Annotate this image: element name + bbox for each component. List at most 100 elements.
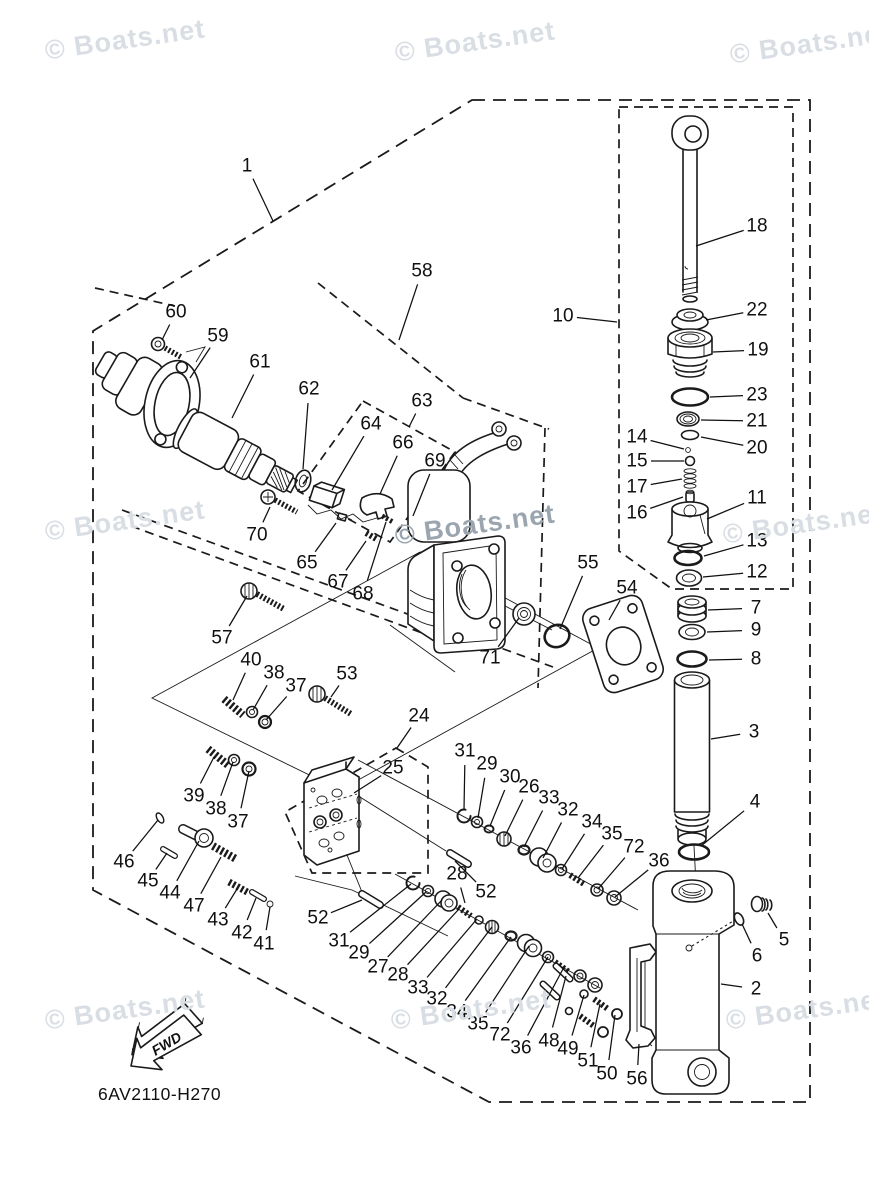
assembly-box-63 <box>296 399 457 544</box>
part-label-17: 17 <box>626 477 647 498</box>
leader-line-3 <box>710 733 741 740</box>
leader-line-47 <box>200 856 222 895</box>
part-label-53: 53 <box>336 664 357 685</box>
part-label-35: 35 <box>467 1014 488 1035</box>
part-label-69: 69 <box>424 451 445 472</box>
pump-housing-71 <box>407 469 506 654</box>
part-label-72: 72 <box>623 837 644 858</box>
spring-40 <box>221 695 246 719</box>
pin-42 <box>249 889 267 902</box>
leader-line-46 <box>132 819 159 852</box>
part-label-33: 33 <box>538 788 559 809</box>
part-label-9: 9 <box>751 620 762 641</box>
part-label-22: 22 <box>746 300 767 321</box>
part-label-27: 27 <box>367 957 388 978</box>
leader-line-50 <box>608 1014 616 1061</box>
part-label-29: 29 <box>476 754 497 775</box>
part-label-61: 61 <box>249 352 270 373</box>
part-label-51: 51 <box>577 1051 598 1072</box>
ball-41 <box>266 900 274 908</box>
leader-line-57 <box>228 595 248 627</box>
part-label-46: 46 <box>113 852 134 873</box>
leader-line-23 <box>709 394 744 398</box>
leader-line-59 <box>189 347 211 379</box>
starter-end-housing <box>94 351 164 416</box>
brush-spring-67 <box>364 530 380 543</box>
part-label-19: 19 <box>747 340 768 361</box>
part-label-31: 31 <box>328 931 349 952</box>
leader-line-11 <box>706 502 745 520</box>
part-label-44: 44 <box>159 883 181 904</box>
callout-layer: 1581018221923212014151716111312798345625… <box>113 156 789 1090</box>
washer-21 <box>676 411 700 427</box>
part-label-3: 3 <box>749 722 760 743</box>
seal-7 <box>677 595 707 623</box>
leader-line-29 <box>477 777 486 819</box>
part-label-29: 29 <box>348 943 369 964</box>
leader-line-37 <box>265 696 288 721</box>
part-label-21: 21 <box>746 411 767 432</box>
oring-13 <box>673 549 703 567</box>
part-label-56: 56 <box>626 1069 647 1090</box>
leader-line-2 <box>720 983 743 988</box>
leader-line-34 <box>561 833 586 870</box>
leader-line-10 <box>576 316 618 323</box>
screw-57 <box>240 582 286 612</box>
part-label-11: 11 <box>747 488 767 509</box>
part-label-30: 30 <box>499 767 520 788</box>
leader-line-35 <box>577 844 604 879</box>
leader-line-71 <box>497 617 520 648</box>
part-label-35: 35 <box>601 824 622 845</box>
leader-line-38 <box>252 684 268 711</box>
leader-line-39 <box>199 756 215 784</box>
oring-46 <box>155 812 165 824</box>
part-label-42: 42 <box>231 923 252 944</box>
leader-line-56 <box>637 1043 640 1066</box>
screw-70 <box>260 489 299 515</box>
part-label-16: 16 <box>626 503 647 524</box>
part-label-67: 67 <box>327 572 348 593</box>
part-label-26: 26 <box>518 777 539 798</box>
washer-12 <box>675 569 703 587</box>
part-label-34: 34 <box>446 1002 468 1023</box>
leader-line-17 <box>650 478 683 486</box>
part-label-4: 4 <box>750 792 761 813</box>
seat-38-upper <box>245 705 259 719</box>
leader-line-21 <box>700 419 744 422</box>
pin-16 <box>685 489 695 503</box>
tilt-rod-18 <box>671 115 709 303</box>
leader-line-28 <box>407 908 460 966</box>
part-label-31: 31 <box>454 741 475 762</box>
leader-line-60 <box>161 324 171 341</box>
pin-52-b <box>446 849 472 868</box>
leader-line-41 <box>265 906 271 931</box>
leader-line-33 <box>523 810 544 848</box>
leader-line-20 <box>700 436 744 446</box>
pin-45 <box>160 846 178 859</box>
leader-line-7 <box>707 607 743 611</box>
part-label-23: 23 <box>746 385 767 406</box>
part-label-33: 33 <box>407 978 428 999</box>
leader-line-22 <box>705 312 744 321</box>
part-label-45: 45 <box>137 871 158 892</box>
leader-line-68 <box>366 521 387 581</box>
part-label-8: 8 <box>751 649 762 670</box>
part-label-52: 52 <box>307 908 328 929</box>
leader-line-9 <box>706 629 743 633</box>
part-label-6: 6 <box>752 946 763 967</box>
part-label-34: 34 <box>581 812 603 833</box>
leader-line-31 <box>463 764 466 811</box>
gasket-plate-54 <box>581 594 665 694</box>
part-label-52: 52 <box>475 882 496 903</box>
oring-8 <box>676 650 708 668</box>
ring-37-upper <box>257 714 273 730</box>
part-label-57: 57 <box>211 628 232 649</box>
leader-line-29 <box>368 891 427 945</box>
plug-5 <box>750 895 773 913</box>
part-label-25: 25 <box>382 758 403 779</box>
part-label-15: 15 <box>626 451 647 472</box>
part-label-41: 41 <box>253 934 274 955</box>
leader-line-43 <box>224 888 238 909</box>
